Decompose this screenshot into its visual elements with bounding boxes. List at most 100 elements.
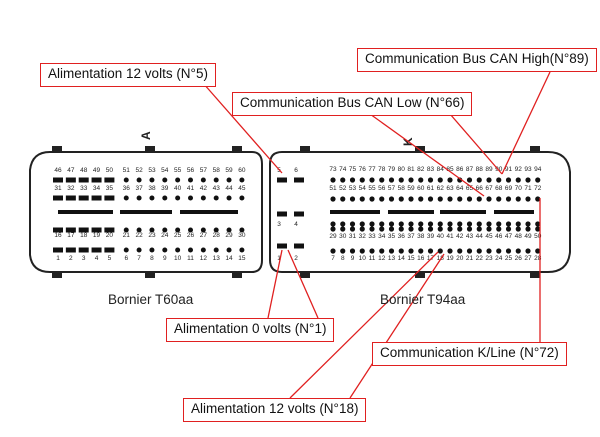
pin-number: 44 bbox=[225, 185, 233, 192]
pin-dot bbox=[226, 227, 232, 233]
pin-number: 45 bbox=[485, 233, 493, 240]
pin-number: 63 bbox=[446, 185, 454, 192]
pin-number: 71 bbox=[524, 185, 532, 192]
pin-dot bbox=[388, 196, 395, 202]
pin-number: 27 bbox=[200, 232, 208, 239]
pin-number: 77 bbox=[368, 166, 376, 173]
pin-dot bbox=[466, 226, 473, 232]
pin-number: 52 bbox=[339, 185, 347, 192]
pin-number: 28 bbox=[534, 255, 542, 262]
leader-n5 bbox=[195, 74, 283, 174]
pin-dot bbox=[466, 248, 473, 254]
pin-number: 33 bbox=[368, 233, 376, 240]
pin-power bbox=[53, 247, 63, 253]
pin-power bbox=[91, 227, 102, 233]
pin-number: 26 bbox=[187, 232, 195, 239]
pin-number: 1 bbox=[277, 255, 281, 262]
pin-power bbox=[104, 195, 115, 201]
pin-power bbox=[78, 227, 89, 233]
pin-dot bbox=[239, 195, 245, 201]
pin-dot bbox=[427, 221, 434, 227]
pin-number: 9 bbox=[163, 255, 167, 262]
pin-number: 35 bbox=[388, 233, 396, 240]
pin-number: 44 bbox=[476, 233, 484, 240]
pin-dot bbox=[188, 195, 193, 201]
pin-dot bbox=[330, 248, 336, 254]
pin-dot bbox=[388, 226, 395, 232]
pin-number: 66 bbox=[476, 185, 484, 192]
pin-dot bbox=[175, 227, 181, 233]
pin-dot bbox=[476, 226, 482, 232]
pin-dot bbox=[213, 227, 219, 233]
pin-dot bbox=[349, 221, 356, 227]
pin-dot bbox=[496, 226, 502, 232]
separator-stripe bbox=[58, 210, 113, 214]
leader-lines bbox=[195, 71, 551, 399]
pin-dot bbox=[525, 226, 531, 232]
pin-dot bbox=[427, 196, 434, 202]
pin-number: 61 bbox=[427, 185, 435, 192]
pin-number: 78 bbox=[378, 166, 386, 173]
separator-stripe bbox=[388, 210, 434, 214]
pin-number: 68 bbox=[495, 185, 503, 192]
leader-n1-a bbox=[267, 249, 283, 319]
pin-number: 55 bbox=[368, 185, 376, 192]
pin-power bbox=[65, 195, 76, 201]
pin-number: 80 bbox=[398, 166, 406, 173]
leader-can-low bbox=[369, 113, 485, 197]
pin-number: 67 bbox=[485, 185, 493, 192]
pin-dot bbox=[136, 177, 142, 183]
t60-key-letter: A bbox=[139, 131, 153, 140]
pin-number: 23 bbox=[148, 232, 156, 239]
pin-dot bbox=[486, 196, 492, 202]
callout-can-low: Communication Bus CAN Low (N°66) bbox=[232, 92, 473, 116]
pin-dot bbox=[200, 247, 206, 253]
pin-power bbox=[294, 243, 304, 249]
pin-dot bbox=[188, 177, 193, 183]
pin-dot bbox=[123, 195, 129, 201]
pin-dot bbox=[379, 196, 385, 202]
tab bbox=[145, 146, 155, 152]
leader-can-high-2 bbox=[449, 113, 503, 175]
pin-dot bbox=[525, 177, 531, 183]
pin-power bbox=[104, 177, 115, 183]
pin-dot bbox=[418, 248, 424, 254]
pin-number: 39 bbox=[161, 185, 169, 192]
pin-dot bbox=[505, 177, 512, 183]
tab bbox=[52, 146, 62, 152]
callout-alim0-n1: Alimentation 0 volts (N°1) bbox=[166, 318, 335, 342]
pin-number: 64 bbox=[456, 185, 464, 192]
pin-dot bbox=[239, 177, 245, 183]
pin-number: 48 bbox=[515, 233, 523, 240]
pin-dot bbox=[466, 177, 473, 183]
pin-number: 11 bbox=[187, 255, 194, 262]
pin-number: 38 bbox=[148, 185, 156, 192]
pin-dot bbox=[418, 221, 424, 227]
pin-dot bbox=[388, 221, 395, 227]
pin-number: 9 bbox=[351, 255, 355, 262]
pin-dot bbox=[515, 196, 521, 202]
pin-number: 59 bbox=[407, 185, 415, 192]
separator-stripe bbox=[440, 210, 486, 214]
pin-number: 15 bbox=[238, 255, 246, 262]
pin-number: 28 bbox=[213, 232, 221, 239]
pin-dot bbox=[447, 226, 453, 232]
pin-power bbox=[91, 177, 102, 183]
separator-stripe bbox=[180, 210, 238, 214]
pin-power bbox=[78, 177, 89, 183]
pin-number: 23 bbox=[485, 255, 493, 262]
pin-dot bbox=[162, 247, 168, 253]
pin-number: 13 bbox=[388, 255, 396, 262]
pin-dot bbox=[476, 177, 482, 183]
pin-dot bbox=[188, 227, 193, 233]
pin-dot bbox=[535, 196, 541, 202]
pin-number: 84 bbox=[437, 166, 445, 173]
pin-number: 38 bbox=[417, 233, 425, 240]
pin-number: 86 bbox=[456, 166, 464, 173]
pin-dot bbox=[447, 196, 453, 202]
pin-dot bbox=[226, 247, 232, 253]
pin-dot bbox=[340, 221, 346, 227]
pin-dot bbox=[359, 196, 365, 202]
pin-number: 76 bbox=[359, 166, 367, 173]
